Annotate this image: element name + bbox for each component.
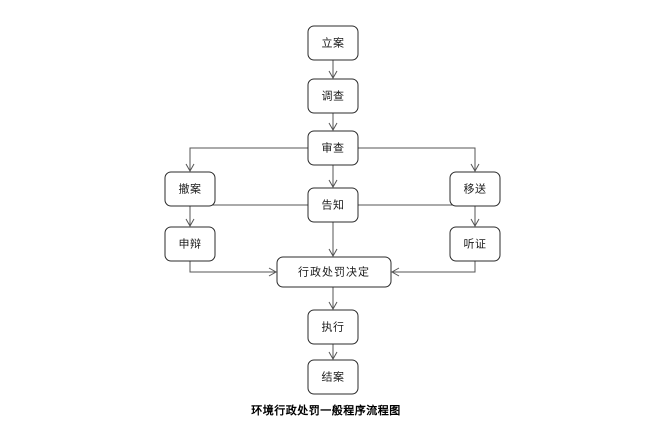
node-jiean-label: 结案	[322, 370, 345, 384]
node-lian[interactable]: 立案	[307, 25, 359, 61]
node-yisong[interactable]: 移送	[449, 171, 501, 207]
node-diaocha-box[interactable]	[307, 78, 359, 114]
node-jiean[interactable]: 结案	[307, 359, 359, 395]
node-chean-box[interactable]	[164, 171, 216, 207]
node-gaozhi-box[interactable]	[307, 187, 359, 223]
node-diaocha[interactable]: 调查	[307, 78, 359, 114]
node-zhixing[interactable]: 执行	[307, 309, 359, 345]
edge-gaozhi-to-tingzheng	[358, 204, 480, 228]
node-shenbian[interactable]: 申辩	[164, 226, 216, 262]
node-tingzheng-box[interactable]	[449, 226, 501, 262]
edge-gaozhi-to-jueding	[328, 222, 338, 258]
edge-lian-to-diaocha	[328, 60, 338, 80]
edge-gaozhi-to-shenbian	[185, 204, 308, 228]
node-yisong-label: 移送	[464, 182, 487, 196]
node-lian-label: 立案	[322, 36, 345, 50]
edge-jueding-to-zhixing	[328, 287, 338, 311]
node-layer: 立案 调查 审查 撤案 移送 告知	[164, 25, 501, 395]
edge-tingzheng-to-jueding	[390, 261, 476, 277]
node-xingzhengchufajueding[interactable]: 行政处罚决定	[276, 256, 392, 288]
node-xingzhengchufajueding-box[interactable]	[276, 256, 392, 288]
edge-zhixing-to-jiean	[328, 344, 338, 361]
edge-shenbian-to-jueding	[189, 261, 278, 277]
node-chean[interactable]: 撤案	[164, 171, 216, 207]
node-gaozhi-label: 告知	[322, 198, 345, 212]
node-yisong-box[interactable]	[449, 171, 501, 207]
edge-shencha-to-gaozhi	[328, 165, 338, 189]
node-gaozhi[interactable]: 告知	[307, 187, 359, 223]
node-xingzhengchufajueding-label: 行政处罚决定	[298, 265, 370, 279]
node-tingzheng[interactable]: 听证	[449, 226, 501, 262]
node-chean-label: 撤案	[179, 182, 202, 196]
node-tingzheng-label: 听证	[464, 238, 487, 251]
node-shencha-label: 审查	[322, 141, 345, 155]
node-shenbian-box[interactable]	[164, 226, 216, 262]
node-shencha-box[interactable]	[307, 130, 359, 166]
node-zhixing-label: 执行	[322, 320, 345, 334]
node-lian-box[interactable]	[307, 25, 359, 61]
node-jiean-box[interactable]	[307, 359, 359, 395]
node-shenbian-label: 申辩	[179, 237, 202, 251]
node-zhixing-box[interactable]	[307, 309, 359, 345]
node-shencha[interactable]: 审查	[307, 130, 359, 166]
chart-title: 环境行政处罚一般程序流程图	[251, 403, 401, 417]
edge-diaocha-to-shencha	[328, 113, 338, 132]
node-diaocha-label: 调查	[322, 89, 345, 103]
edge-shencha-to-yisong	[358, 147, 480, 173]
edge-shencha-to-chean	[185, 147, 308, 173]
